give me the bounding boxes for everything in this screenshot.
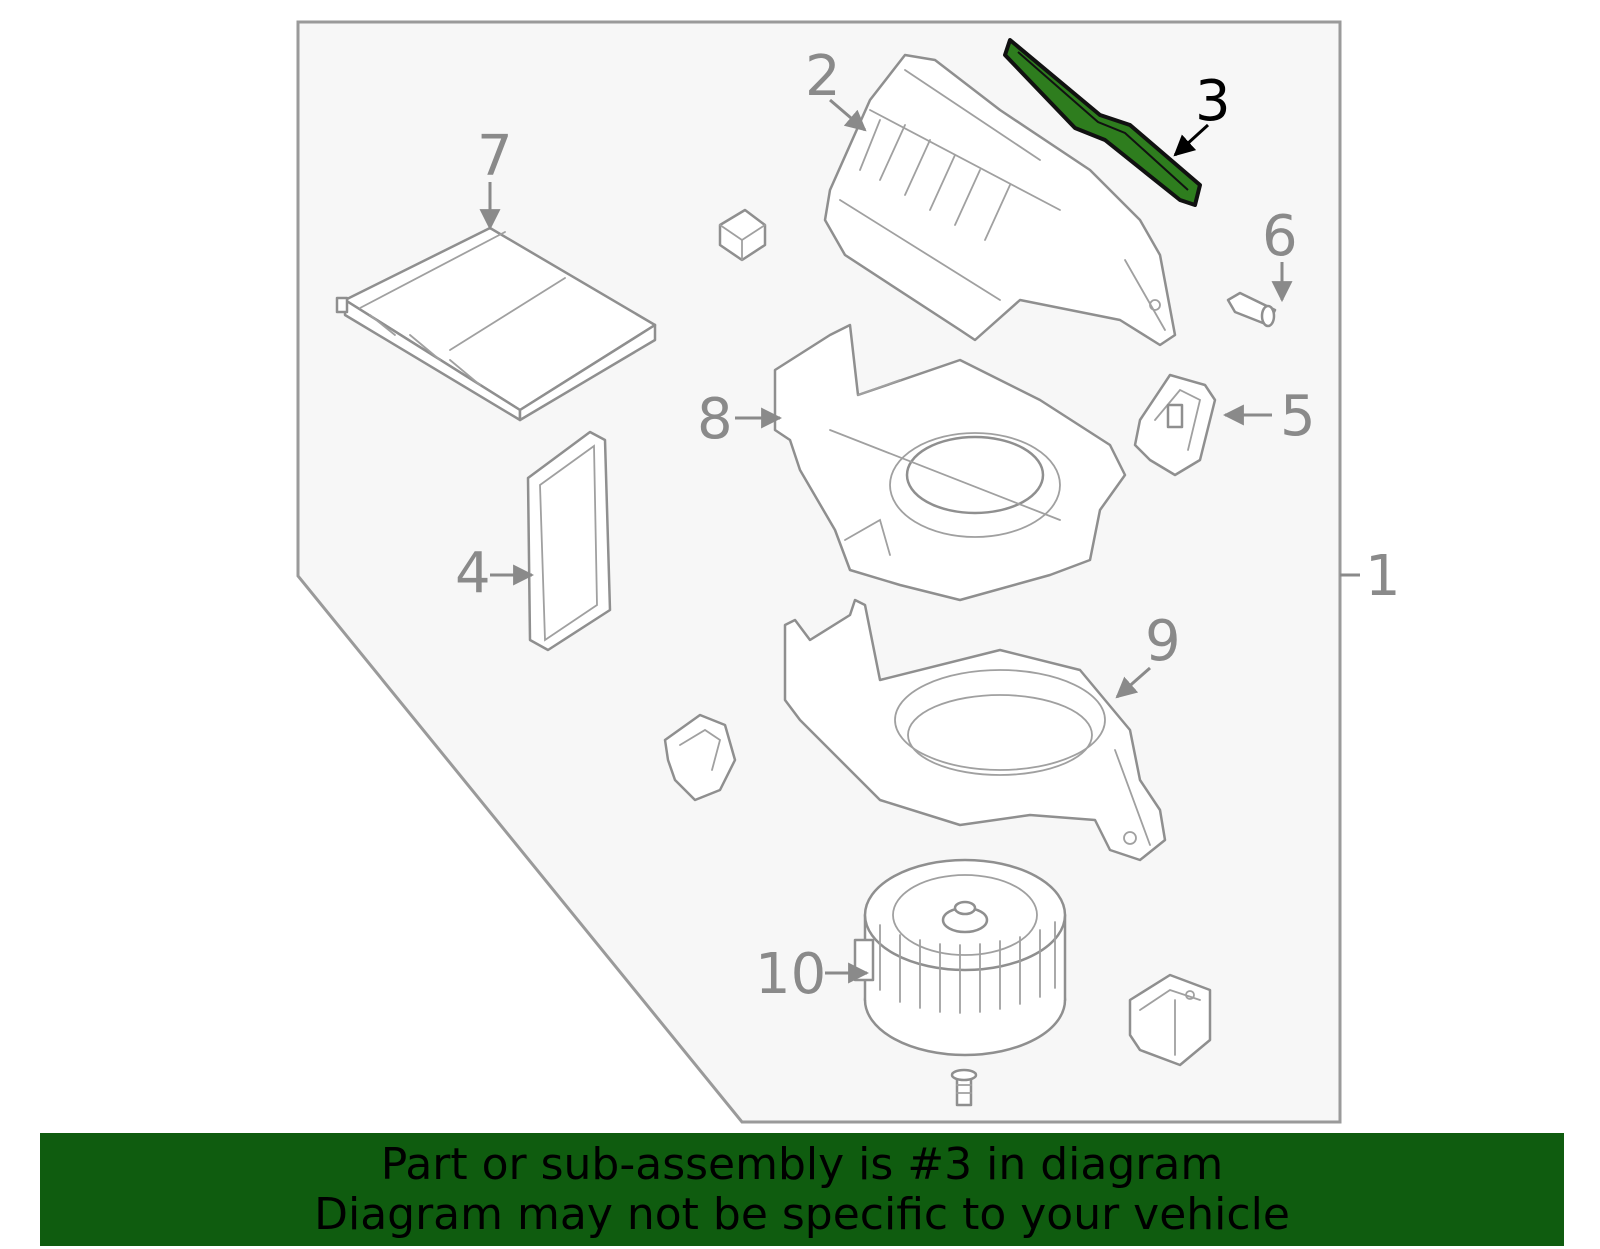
part-10-blower-motor[interactable] — [853, 858, 1067, 1057]
part-9-lower-case[interactable] — [783, 598, 1167, 862]
callout-2: 2 — [805, 44, 841, 109]
part-3-seal-highlighted[interactable] — [1003, 38, 1202, 207]
parts-diagram: 1 2 3 4 5 6 7 8 9 10 — [296, 20, 1401, 1124]
callout-6: 6 — [1262, 204, 1298, 269]
part-6-connector[interactable] — [1226, 291, 1277, 328]
banner-line-2: Diagram may not be specific to your vehi… — [314, 1188, 1290, 1240]
part-8-mid-case[interactable] — [773, 323, 1127, 602]
leader-9 — [1115, 666, 1151, 699]
leader-3 — [1173, 123, 1210, 157]
callout-10: 10 — [755, 942, 826, 1007]
bolt[interactable] — [950, 1068, 978, 1107]
banner-line-1: Part or sub-assembly is #3 in diagram — [380, 1138, 1224, 1190]
part-4-seal[interactable] — [526, 430, 612, 652]
callout-5: 5 — [1280, 384, 1316, 449]
callout-7: 7 — [477, 124, 513, 189]
disclaimer-banner: Part or sub-assembly is #3 in diagram Di… — [40, 1133, 1564, 1246]
part-5-resistor[interactable] — [1133, 373, 1217, 477]
part-7-cabin-air-filter[interactable] — [335, 226, 657, 422]
mount-bracket[interactable] — [1128, 973, 1212, 1067]
clip-bracket[interactable] — [663, 713, 737, 802]
callout-4: 4 — [455, 541, 491, 606]
leader-2 — [829, 98, 867, 132]
callout-8: 8 — [697, 387, 733, 452]
part-2-upper-case[interactable] — [823, 53, 1177, 347]
clip-cube[interactable] — [718, 208, 767, 262]
callout-9: 9 — [1145, 609, 1181, 674]
callout-3-highlighted: 3 — [1195, 69, 1231, 134]
callout-1: 1 — [1365, 544, 1401, 609]
